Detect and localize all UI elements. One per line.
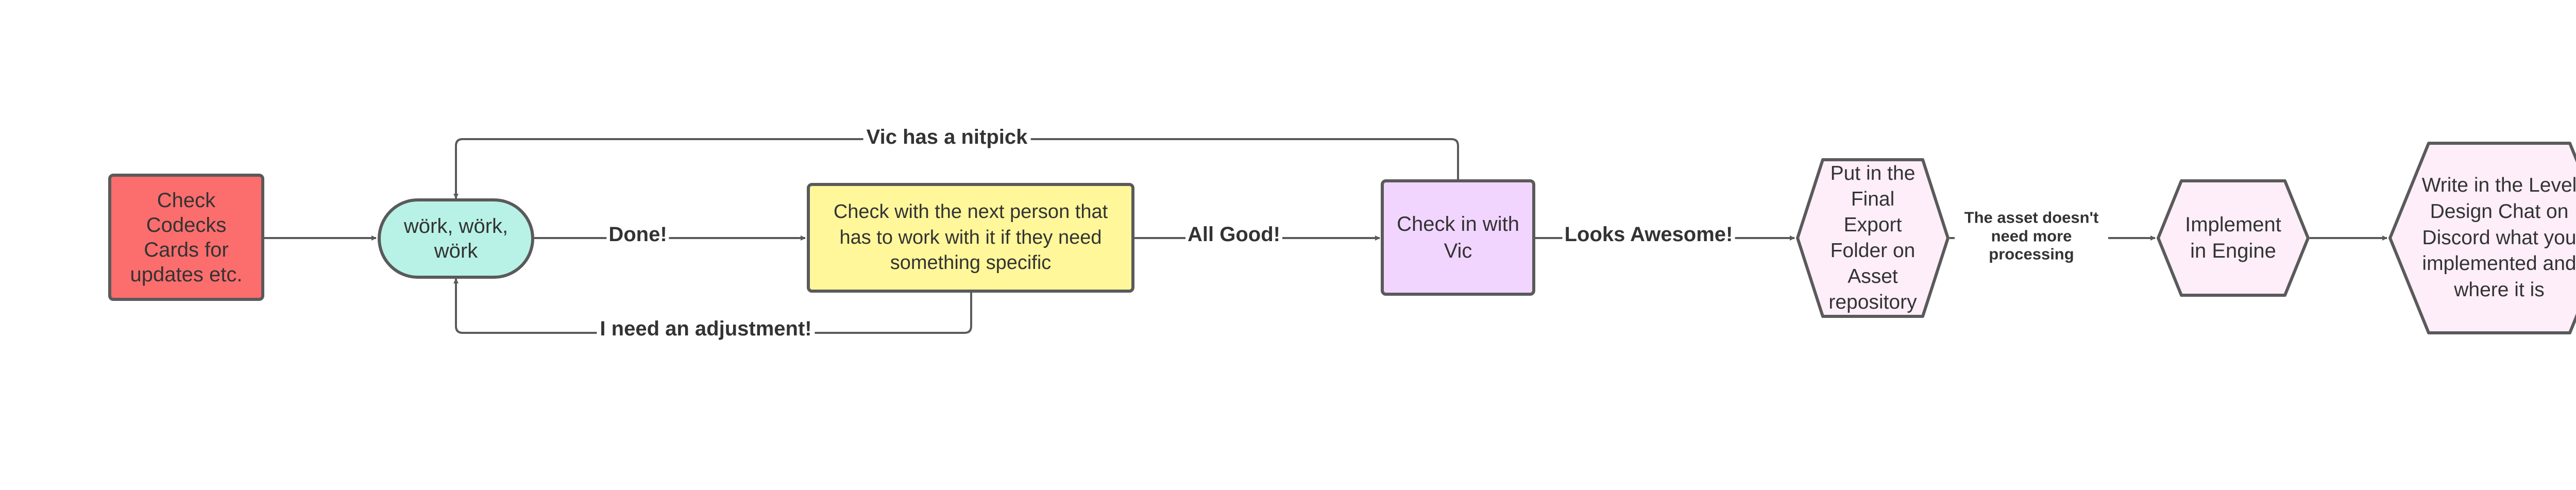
node-check-vic[interactable]: Check in with Vic <box>1381 179 1535 296</box>
edge-label-looks-awesome: Looks Awesome! <box>1562 222 1735 247</box>
edge-label-adjustment: I need an adjustment! <box>597 316 815 342</box>
edge-label-done: Done! <box>606 222 669 247</box>
node-work-label: wörk, wörk, wörk <box>403 215 509 262</box>
node-final-export[interactable]: Put in the Final Export Folder on Asset … <box>1796 158 1950 318</box>
node-write-chat[interactable]: Write in the Level Design Chat on Discor… <box>2388 142 2576 334</box>
node-final-export-label: Put in the Final Export Folder on Asset … <box>1828 162 1917 313</box>
node-work[interactable]: wörk, wörk, wörk <box>378 198 534 279</box>
edge-label-vic-nitpick: Vic has a nitpick <box>863 124 1031 150</box>
edge-label-all-good: All Good! <box>1185 222 1282 247</box>
hexagon-shape <box>2388 142 2576 334</box>
node-check-codecks-label: Check Codecks Cards for updates etc. <box>130 189 243 286</box>
node-check-next-person-label: Check with the next person that has to w… <box>833 201 1108 274</box>
hexagon-shape <box>1796 158 1950 318</box>
edge-label-no-processing: The asset doesn't need more processing <box>1955 207 2108 265</box>
node-check-codecks[interactable]: Check Codecks Cards for updates etc. <box>108 174 264 301</box>
hexagon-shape <box>2157 179 2310 297</box>
node-write-chat-label: Write in the Level Design Chat on Discor… <box>2421 174 2576 301</box>
node-check-next-person[interactable]: Check with the next person that has to w… <box>807 183 1134 293</box>
node-check-vic-label: Check in with Vic <box>1397 213 1519 262</box>
node-implement-engine[interactable]: Implement in Engine <box>2157 179 2310 297</box>
node-implement-engine-label: Implement in Engine <box>2185 213 2281 262</box>
